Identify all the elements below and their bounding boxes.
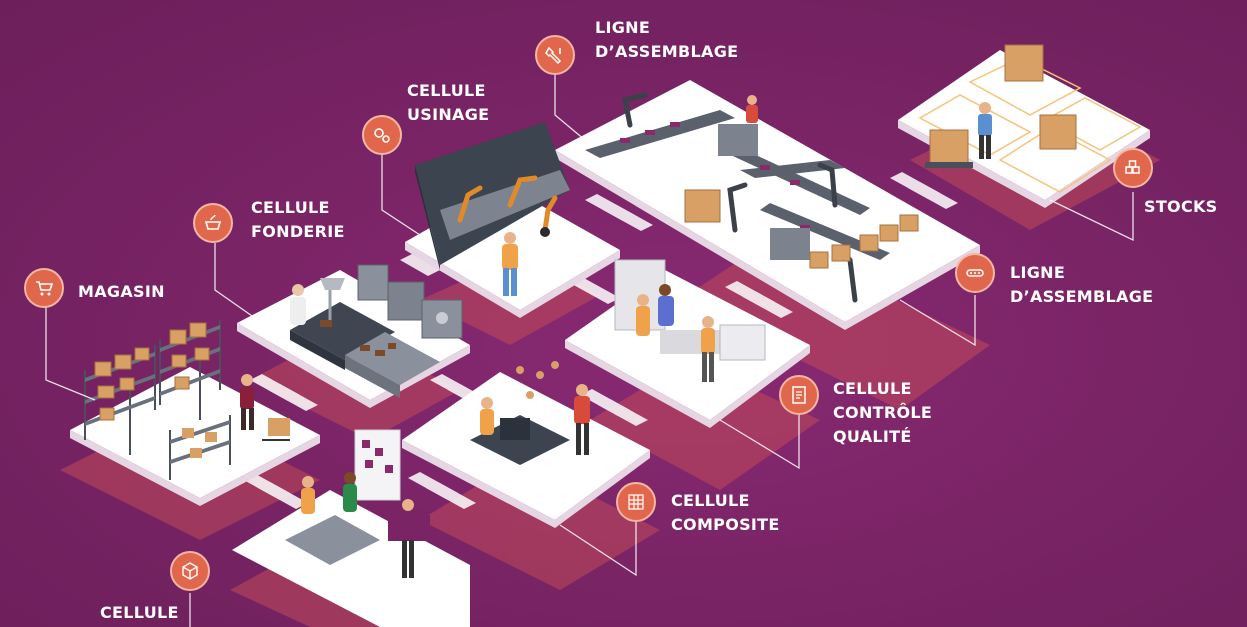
label-line: CELLULE — [833, 379, 912, 398]
label-line: D’ASSEMBLAGE — [1010, 287, 1154, 306]
label-line: CELLULE — [407, 81, 486, 100]
label-magasin: MAGASIN — [78, 280, 165, 304]
grid-icon — [616, 482, 656, 522]
bottom-cell-station — [285, 429, 430, 578]
label-line: CELLULE — [671, 491, 750, 510]
label-leader-lines — [45, 75, 1134, 627]
label-assemblage-top: LIGNE D’ASSEMBLAGE — [595, 16, 738, 64]
label-line: MAGASIN — [78, 282, 165, 301]
label-bottom: CELLULE — [100, 601, 179, 625]
checklist-icon — [779, 375, 819, 415]
stocks-boxes — [925, 44, 1077, 168]
label-line: QUALITÉ — [833, 427, 912, 446]
label-composite: CELLULE COMPOSITE — [671, 489, 780, 537]
controle-station — [614, 259, 766, 382]
label-line: D’ASSEMBLAGE — [595, 42, 739, 61]
platform-bottom — [232, 490, 470, 627]
label-line: LIGNE — [595, 18, 651, 37]
label-line: FONDERIE — [251, 222, 345, 241]
label-line: LIGNE — [1010, 263, 1066, 282]
label-controle: CELLULE CONTRÔLE QUALITÉ — [833, 377, 932, 449]
label-line: CELLULE — [100, 603, 179, 622]
label-fonderie: CELLULE FONDERIE — [251, 196, 345, 244]
cart-icon — [24, 268, 64, 308]
magasin-shelves — [84, 320, 290, 480]
label-line: CONTRÔLE — [833, 403, 933, 422]
label-line: CELLULE — [251, 198, 330, 217]
usinage-machine — [415, 122, 570, 296]
cauldron-icon — [193, 203, 233, 243]
label-line: STOCKS — [1144, 197, 1218, 216]
fonderie-equipment — [290, 264, 463, 398]
cube-icon — [170, 551, 210, 591]
walkways — [240, 172, 958, 509]
assembly-line — [585, 92, 919, 303]
platform-stocks — [898, 50, 1150, 200]
label-usinage: CELLULE USINAGE — [407, 79, 489, 127]
label-assemblage-right: LIGNE D’ASSEMBLAGE — [1010, 261, 1153, 309]
gears-icon — [362, 115, 402, 155]
tools-icon — [535, 35, 575, 75]
platform-assemblage — [555, 80, 980, 322]
label-stocks: STOCKS — [1144, 195, 1218, 219]
conveyor-icon — [955, 253, 995, 293]
composite-station — [470, 361, 590, 465]
boxes-icon — [1113, 148, 1153, 188]
label-line: USINAGE — [407, 105, 490, 124]
label-line: COMPOSITE — [671, 515, 780, 534]
